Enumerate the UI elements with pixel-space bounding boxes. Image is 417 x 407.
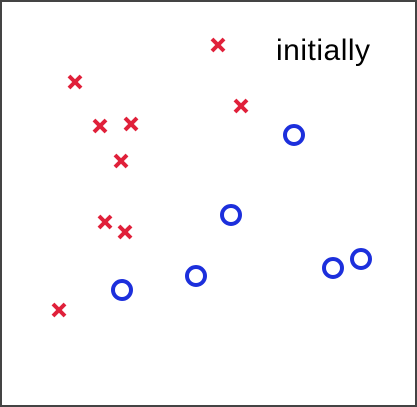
o-marker-point <box>220 204 242 226</box>
o-marker-point <box>350 248 372 270</box>
x-marker-point <box>51 302 67 318</box>
x-marker-point <box>117 224 133 240</box>
o-marker-point <box>111 279 133 301</box>
x-marker-point <box>67 74 83 90</box>
chart-title: initially <box>276 34 371 67</box>
x-marker-point <box>123 116 139 132</box>
x-marker-point <box>92 118 108 134</box>
o-marker-point <box>283 124 305 146</box>
x-marker-point <box>97 214 113 230</box>
o-marker-point <box>185 265 207 287</box>
o-marker-point <box>322 257 344 279</box>
x-marker-point <box>113 153 129 169</box>
x-marker-point <box>210 37 226 53</box>
x-marker-point <box>233 98 249 114</box>
